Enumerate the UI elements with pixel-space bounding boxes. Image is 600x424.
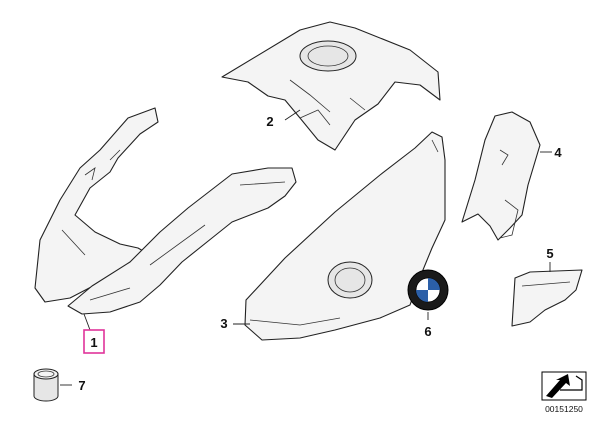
- catalog-symbol-icon: [541, 371, 587, 401]
- part-3-side-cover[interactable]: [244, 131, 446, 341]
- callout-7[interactable]: 7: [78, 378, 85, 393]
- diagram-code: 00151250: [545, 404, 583, 414]
- callout-6[interactable]: 6: [424, 324, 431, 339]
- leader-line-2: [284, 109, 301, 121]
- part-7-sleeve[interactable]: [33, 368, 59, 402]
- part-5-small-cover[interactable]: [511, 269, 583, 327]
- leader-line-1: [83, 313, 91, 331]
- callout-5[interactable]: 5: [546, 246, 553, 261]
- part-1-side-panels[interactable]: [34, 107, 297, 315]
- callout-1-highlight-box: [83, 329, 105, 354]
- callout-3[interactable]: 3: [220, 316, 227, 331]
- part-6-badge-emblem[interactable]: [407, 269, 449, 311]
- callout-4[interactable]: 4: [554, 145, 562, 160]
- part-4-side-panel[interactable]: [461, 111, 541, 241]
- part-2-tank-cover[interactable]: [221, 21, 441, 151]
- callout-2[interactable]: 2: [266, 114, 273, 129]
- callout-1[interactable]: 1: [90, 335, 97, 350]
